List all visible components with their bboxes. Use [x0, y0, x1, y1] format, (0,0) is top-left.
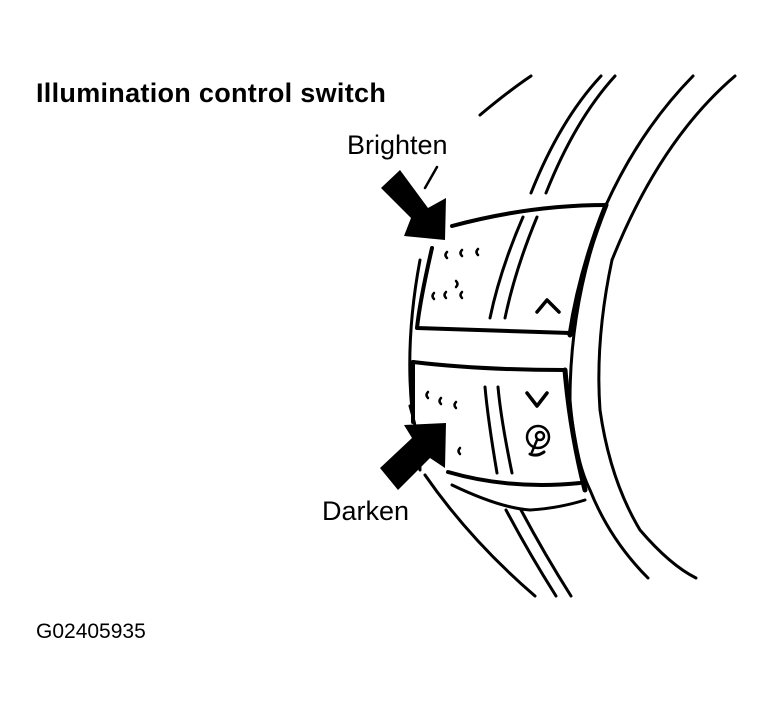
steering-wheel-rim [408, 74, 737, 598]
diagram-title: Illumination control switch [36, 78, 387, 108]
brighten-arrow-icon [381, 170, 446, 240]
darken-arrow-icon [380, 423, 446, 490]
down-chevron-icon [525, 391, 549, 408]
brighten-label: Brighten [347, 130, 448, 160]
braille-dots-lower [425, 390, 462, 456]
upper-switch-button[interactable] [415, 202, 609, 338]
lower-switch-button[interactable] [411, 360, 588, 512]
rim-line-lower-a [504, 508, 558, 598]
up-chevron-icon [535, 298, 561, 314]
rim-line-segment [408, 404, 422, 472]
rim-line-lower-b [519, 508, 573, 598]
illumination-dial-icon [525, 424, 551, 457]
darken-label: Darken [322, 496, 410, 526]
figure-id: G02405935 [36, 620, 146, 643]
rim-line-segment [423, 165, 439, 190]
braille-dots-upper [431, 247, 480, 301]
